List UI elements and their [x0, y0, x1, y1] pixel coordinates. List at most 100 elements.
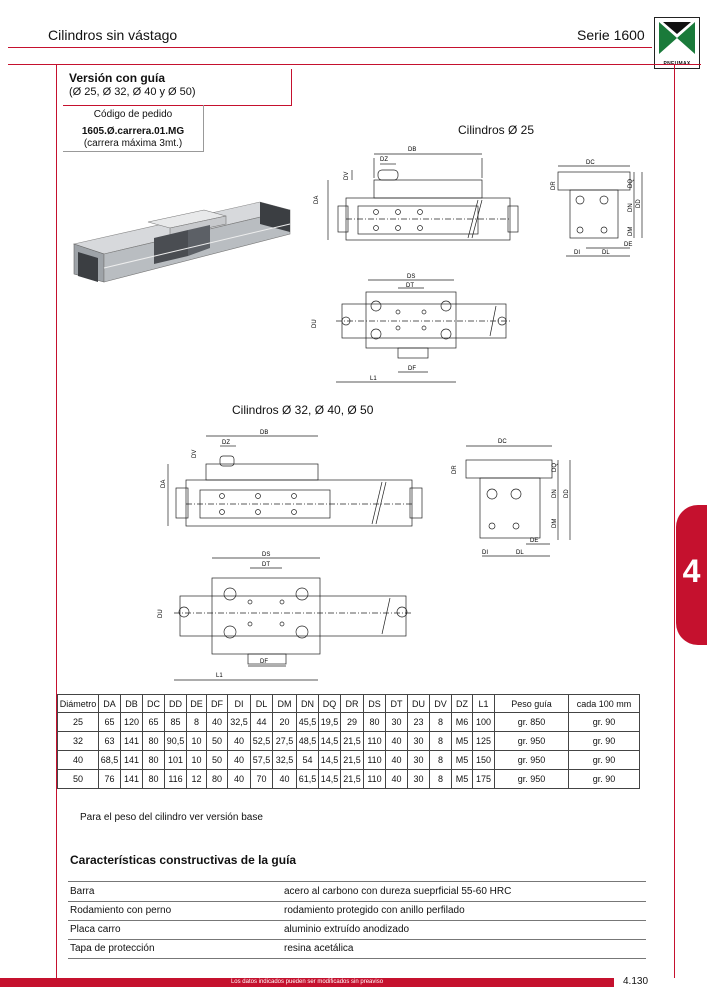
table-cell: 30 — [407, 769, 430, 789]
drawing-32-front: DB DZ DV DA — [161, 430, 423, 527]
dim-di-label-32: DI — [482, 550, 488, 556]
table-header-cell: DB — [120, 694, 143, 713]
table-cell: 21,5 — [340, 769, 364, 789]
table-cell: 125 — [472, 731, 495, 751]
dim-dt-label: DT — [406, 283, 414, 289]
dim-dr-label: DR — [551, 181, 557, 190]
dim-dl-label-32: DL — [516, 550, 524, 556]
characteristic-value: resina acetálica — [284, 943, 354, 954]
dim-ds-label: DS — [407, 274, 415, 280]
table-cell: 10 — [186, 731, 207, 751]
table-header-cell: DE — [186, 694, 207, 713]
characteristic-label: Barra — [70, 886, 95, 897]
content-left-rule — [56, 64, 57, 978]
table-cell: 110 — [363, 731, 386, 751]
table-cell: 40 — [57, 750, 99, 770]
table-cell: 25 — [57, 712, 99, 732]
footer-disclaimer: Los datos indicados pueden ser modificad… — [230, 979, 384, 985]
version-title: Versión con guía — [69, 71, 166, 85]
table-header-cell: DU — [407, 694, 430, 713]
dim-ds-label-32: DS — [262, 552, 270, 558]
characteristic-value: aluminio extruído anodizado — [284, 924, 410, 935]
table-header-cell: DA — [98, 694, 121, 713]
dim-dz-label: DZ — [380, 157, 388, 163]
table-cell: 30 — [407, 731, 430, 751]
dim-dq-label-32: DQ — [552, 463, 558, 472]
dim-l1-label: L1 — [370, 376, 377, 382]
dim-df-label-32: DF — [260, 659, 268, 665]
table-header-cell: Diámetro — [57, 694, 99, 713]
table-header-cell: DZ — [451, 694, 473, 713]
drawing-25-front: DB DZ DV DA — [314, 147, 519, 241]
characteristic-value: rodamiento protegido con anillo perfilad… — [284, 905, 465, 916]
dim-da-label: DA — [314, 196, 320, 204]
dim-dc-label-32: DC — [498, 439, 507, 445]
dim-dm-label-32: DM — [552, 519, 558, 528]
chapter-tab[interactable] — [676, 505, 707, 645]
table-header-cell: DR — [340, 694, 364, 713]
section-label-25: Cilindros Ø 25 — [458, 123, 535, 137]
table-cell: 50 — [206, 750, 228, 770]
characteristic-row: Placa carro aluminio extruído anodizado — [68, 920, 646, 940]
table-cell: 76 — [98, 769, 121, 789]
dim-dm-label: DM — [628, 227, 634, 236]
table-header-cell: DL — [250, 694, 273, 713]
table-cell: 8 — [429, 769, 452, 789]
table-cell: 19,5 — [318, 712, 341, 732]
table-header-cell: DN — [296, 694, 319, 713]
table-cell: 175 — [472, 769, 495, 789]
table-cell: 63 — [98, 731, 121, 751]
drawing-32-top: DS DT DU DF L1 — [158, 552, 412, 681]
table-cell: 14,5 — [318, 769, 341, 789]
table-cell: gr. 950 — [494, 750, 569, 770]
table-header-cell: DF — [206, 694, 228, 713]
table-cell: 32,5 — [272, 750, 297, 770]
characteristic-label: Rodamiento con perno — [70, 905, 172, 916]
table-cell: M5 — [451, 769, 473, 789]
dim-dc-label: DC — [586, 160, 595, 166]
section-label-32-50: Cilindros Ø 32, Ø 40, Ø 50 — [232, 403, 374, 417]
table-cell: 57,5 — [250, 750, 273, 770]
table-cell: gr. 950 — [494, 731, 569, 751]
table-cell: 141 — [120, 731, 143, 751]
table-cell: 80 — [206, 769, 228, 789]
table-cell: 10 — [186, 750, 207, 770]
dim-dd-label: DD — [636, 199, 642, 208]
dim-du-label-32: DU — [158, 609, 164, 618]
table-cell: 14,5 — [318, 750, 341, 770]
table-cell: 30 — [385, 712, 408, 732]
table-header-cell: DD — [164, 694, 187, 713]
table-cell: 21,5 — [340, 731, 364, 751]
dim-dv-label-32: DV — [192, 450, 198, 458]
dim-dl-label: DL — [602, 250, 610, 256]
table-cell: 110 — [363, 750, 386, 770]
page-title: Cilindros sin vástago — [48, 27, 178, 43]
table-cell: 141 — [120, 769, 143, 789]
table-cell: 90,5 — [164, 731, 187, 751]
table-header-cell: DM — [272, 694, 297, 713]
pneumax-logo: PNEUMAX — [654, 17, 700, 69]
table-cell: 21,5 — [340, 750, 364, 770]
table-cell: 85 — [164, 712, 187, 732]
characteristic-row: Rodamiento con perno rodamiento protegid… — [68, 901, 646, 921]
table-cell: gr. 90 — [568, 731, 640, 751]
dim-dd-label-32: DD — [564, 489, 570, 498]
dim-dq-label: DQ — [628, 179, 634, 188]
table-cell: 70 — [250, 769, 273, 789]
table-header-cell: DI — [227, 694, 251, 713]
page-number: 4.130 — [623, 976, 649, 987]
table-cell: 65 — [142, 712, 165, 732]
table-cell: 40 — [206, 712, 228, 732]
table-cell: 50 — [57, 769, 99, 789]
table-cell: 80 — [142, 769, 165, 789]
table-cell: 50 — [206, 731, 228, 751]
table-cell: 65 — [98, 712, 121, 732]
table-cell: 8 — [429, 731, 452, 751]
characteristic-row: Tapa de protección resina acetálica — [68, 939, 646, 959]
table-cell: 45,5 — [296, 712, 319, 732]
product-photo — [72, 201, 291, 283]
table-cell: 40 — [385, 731, 408, 751]
